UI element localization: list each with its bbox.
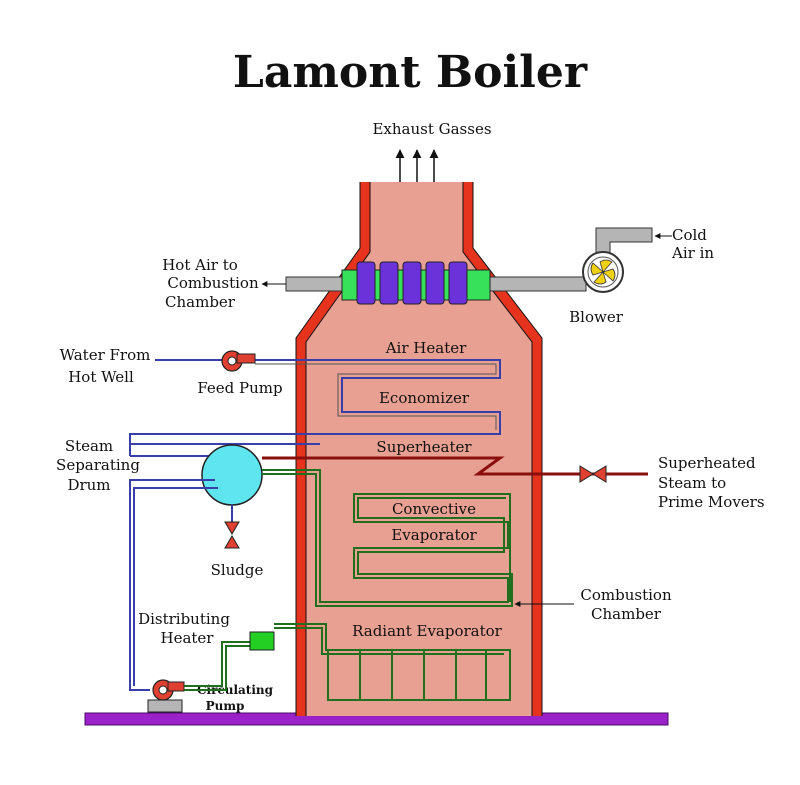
feed-pump-icon [221,350,256,372]
superheater-label: Superheater [376,438,472,456]
distributing-label-2: Heater [161,629,215,647]
steam-drum-label-2: Separating [56,456,140,474]
convective-evaporator-coil [262,469,513,607]
air-heater-tubes [356,261,468,305]
furnace-body [296,182,542,716]
air-heater-label: Air Heater [385,339,467,357]
circulating-water-line [129,479,218,691]
superheated-label-3: Prime Movers [658,493,765,511]
sludge-valve-icon [224,505,240,549]
furnace-walls [296,182,542,716]
cold-air-label-1: Cold [672,226,707,244]
combustion-label-2: Chamber [591,605,662,623]
hot-air-label-1: Hot Air to [162,256,238,274]
sludge-label: Sludge [211,561,264,579]
water-from-label-1: Water From [60,346,151,364]
economizer-label: Economizer [379,389,470,407]
blower-icon [582,251,624,293]
cold-air-label-2: Air in [671,244,714,262]
circulating-pump-icon [147,679,185,713]
combustion-label-1: Combustion [580,586,672,604]
convective-label-2: Evaporator [391,526,477,544]
convective-label-1: Convective [392,500,476,518]
distributing-label-1: Distributing [138,610,230,628]
feed-pump-label: Feed Pump [197,379,282,397]
circulating-label-2: Pump [206,699,245,713]
superheated-steam-line [262,456,648,476]
water-from-label-2: Hot Well [68,368,134,386]
hot-air-label-3: Chamber [165,293,236,311]
steam-drum-label-1: Steam [65,437,113,455]
hot-air-label-2: Combustion [167,274,259,292]
radiant-evaporator-grid [327,649,511,701]
superheated-label-2: Steam to [658,474,726,492]
steam-drum-label-3: Drum [67,476,110,494]
steam-outlet-valve-icon [579,465,607,483]
radiant-label: Radiant Evaporator [352,622,503,640]
feed-water-line-outline [255,363,497,430]
superheated-label-1: Superheated [658,454,756,472]
exhaust-arrows [395,149,439,182]
diagram-title: Lamont Boiler [233,47,588,98]
distributing-heater-box [249,631,275,651]
blower-label: Blower [569,308,624,326]
exhaust-label: Exhaust Gasses [372,120,491,138]
